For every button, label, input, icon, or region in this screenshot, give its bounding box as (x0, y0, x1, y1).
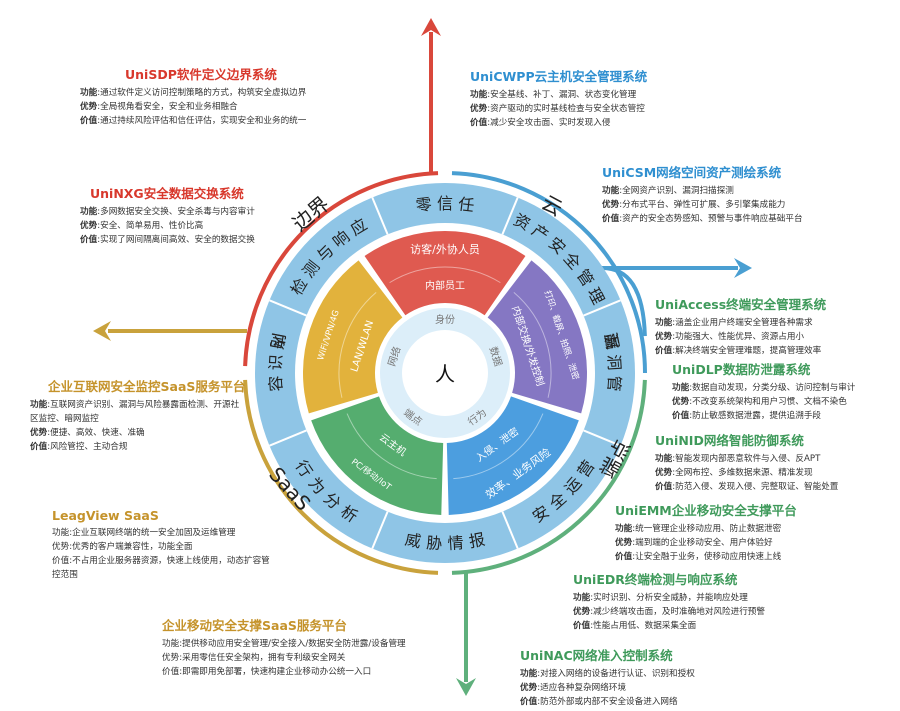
ring-char: 管 (604, 375, 624, 392)
sector (303, 260, 403, 414)
card-title: UniNAC网络准入控制系统 (520, 648, 673, 663)
ring-divider (371, 511, 389, 549)
sector (446, 396, 579, 515)
card-leagview: LeagView SaaS 功能:企业互联网终端的统一安全加固及运维管理 优势:… (52, 508, 277, 582)
ring-char: 任 (457, 194, 475, 215)
card-title: UniEDR终端检测与响应系统 (573, 572, 738, 587)
ring-divider (501, 511, 519, 549)
card-uniedr: UniEDR终端检测与响应系统 功能:实时识别、分析安全威胁，并能响应处理 优势… (573, 569, 838, 633)
sector-text: 访客/外协人员 (410, 242, 480, 256)
arrow-right-icon (734, 258, 752, 278)
card-uninxg: UniNXG安全数据交换系统 功能:多网数据安全交换、安全杀毒与内容审计 优势:… (80, 183, 380, 247)
ring-char: 别 (268, 332, 290, 351)
card-saas-monitor: 企业互联网安全监控SaaS服务平台 功能:互联网资产识别、漏洞与风险暴露面检测、… (30, 376, 245, 454)
ring-char: 资 (511, 210, 534, 234)
ring-label: 威胁情报 (403, 530, 486, 553)
inner-ring-edge (378, 306, 512, 440)
ring-divider (583, 299, 621, 317)
sector-wheel: 访客/外协人员内部员工打印、截屏、拍照、泄密内部交换/外发控制效率、业务风险入侵… (303, 230, 587, 515)
card-unisdp: UniSDP软件定义边界系统 功能:通过软件定义访问控制策略的方式，构筑安全虚拟… (80, 64, 380, 128)
card-title: UniEMM企业移动安全支撑平台 (615, 503, 797, 518)
card-uninac: UniNAC网络准入控制系统 功能:对接入网络的设备进行认证、识别和授权 优势:… (520, 645, 790, 709)
card-uniemm: UniEMM企业移动安全支撑平台 功能:统一管理企业移动应用、防止数据泄密 优势… (615, 500, 875, 564)
card-title: UniAccess终端安全管理系统 (655, 297, 827, 312)
card-uniaccess: UniAccess终端安全管理系统 功能:涵盖企业用户终端安全管理各种需求 优势… (655, 294, 890, 358)
card-unicwpp: UniCWPP云主机安全管理系统 功能:安全基线、补丁、漏洞、状态变化管理 优势… (470, 66, 730, 130)
ring-char: 理 (602, 331, 624, 350)
ring-divider (269, 429, 307, 447)
sector (311, 396, 444, 515)
card-title: UniDLP数据防泄露系统 (672, 362, 811, 377)
sector-text: 内部员工 (425, 279, 465, 292)
sector-band (453, 413, 544, 480)
arrow-down-icon (456, 678, 476, 696)
card-unicsm: UniCSM网络空间资产测绘系统 功能:全网资产识别、漏洞扫描探测 优势:分布式… (602, 162, 852, 226)
ring-dividers (269, 197, 621, 549)
card-saas-mobile: 企业移动安全支撑SaaS服务平台 功能:提供移动应用安全管理/安全接入/数据安全… (162, 615, 452, 679)
sector (487, 260, 587, 414)
ring-char: 胁 (426, 533, 443, 553)
ring-label: 零信任 (415, 194, 476, 215)
card-title: 企业互联网安全监控SaaS服务平台 (48, 379, 246, 394)
saas-arc (243, 379, 439, 575)
card-title: 企业移动安全支撑SaaS服务平台 (162, 618, 347, 633)
card-title: LeagView SaaS (52, 508, 159, 523)
card-title: UniNXG安全数据交换系统 (90, 186, 244, 201)
ring-char: 洞 (604, 354, 624, 371)
cloud-arc (451, 171, 647, 374)
arrow-left-icon (93, 321, 111, 341)
center-circle (402, 330, 488, 416)
ring-char: 情 (447, 533, 464, 553)
ring-char: 威 (403, 530, 422, 552)
inner-ring-label: 身份 (435, 313, 455, 326)
ring-char: 理 (584, 285, 608, 308)
direction-arrows (93, 18, 752, 696)
ring-char: 零 (415, 194, 433, 215)
card-uninid: UniNID网络智能防御系统 功能:智能发现内部恶意软件与入侵、反APT 优势:… (655, 430, 890, 494)
border-arc (243, 171, 439, 367)
ring-divider (269, 299, 307, 317)
sector-band (338, 292, 377, 398)
sector-band (513, 292, 552, 398)
sector-band (346, 413, 437, 480)
ring-char: 识 (266, 354, 286, 371)
center-label: 人 (435, 362, 455, 386)
ring-divider (583, 429, 621, 447)
card-title: UniSDP软件定义边界系统 (125, 67, 277, 82)
ring-char: 容 (266, 375, 286, 392)
endpoint-arc (451, 379, 647, 575)
card-title: UniNID网络智能防御系统 (655, 433, 804, 448)
ring-char: 漏 (601, 332, 623, 351)
arrow-up-icon (421, 18, 441, 36)
card-unidlp: UniDLP数据防泄露系统 功能:数据自动发现，分类分级、访问控制与审计 优势:… (672, 359, 897, 423)
ring-divider (371, 197, 389, 235)
ring-divider (501, 197, 519, 235)
card-title: UniCSM网络空间资产测绘系统 (602, 165, 782, 180)
card-title: UniCWPP云主机安全管理系统 (470, 69, 648, 84)
ring-char: 报 (467, 530, 486, 552)
ring-char: 信 (437, 194, 453, 213)
sector (364, 230, 526, 316)
ring-char: 内 (267, 331, 289, 350)
sector-band (389, 266, 501, 284)
